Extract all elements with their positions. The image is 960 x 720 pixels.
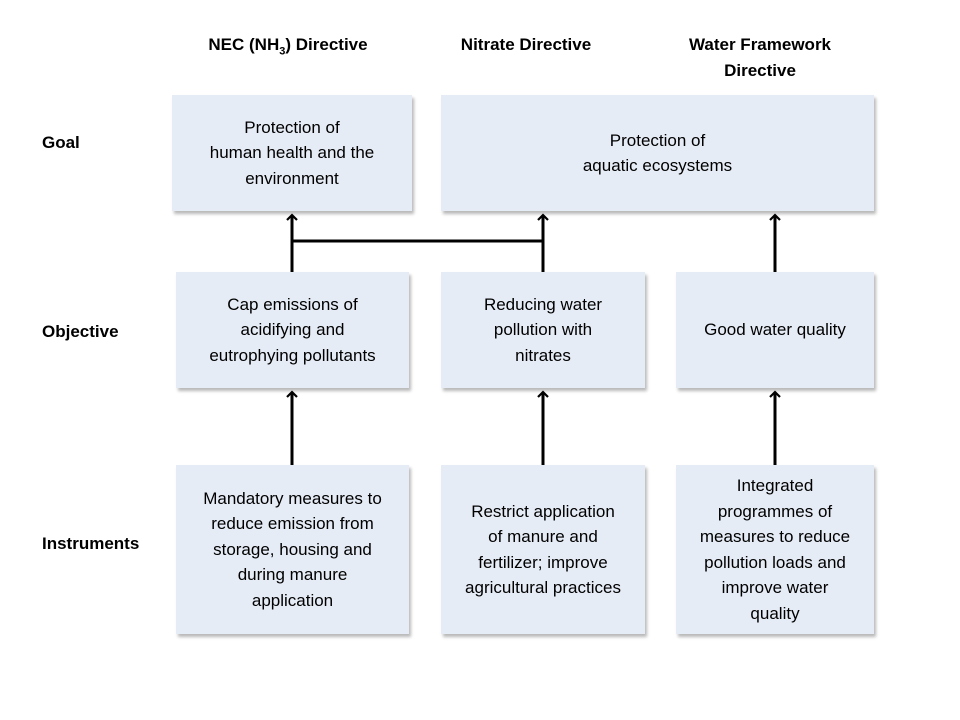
header-water-framework-directive: Water Framework Directive (688, 35, 832, 80)
goal-box-health-environment: Protection of human health and the envir… (172, 95, 412, 211)
instrument-box-restrict-application: Restrict application of manure and ferti… (441, 465, 645, 634)
row-label-instruments: Instruments (42, 534, 140, 553)
instrument-box-mandatory-measures: Mandatory measures to reduce emission fr… (176, 465, 409, 634)
header-nec-directive: NEC (NH3) Directive (196, 32, 380, 64)
instrument-box-integrated-programmes: Integrated programmes of measures to red… (676, 465, 874, 634)
header-nec-suffix: ) Directive (285, 35, 368, 54)
objective-box-reducing-nitrates: Reducing water pollution with nitrates (441, 272, 645, 388)
goal-box-aquatic-ecosystems: Protection of aquatic ecosystems (441, 95, 874, 211)
header-nitrate-directive: Nitrate Directive (460, 35, 592, 54)
row-label-objective: Objective (42, 322, 119, 341)
header-nec-subscript: 3 (279, 45, 286, 58)
row-label-goal: Goal (42, 133, 80, 152)
objective-box-good-water-quality: Good water quality (676, 272, 874, 388)
objective-box-cap-emissions: Cap emissions of acidifying and eutrophy… (176, 272, 409, 388)
header-nec-prefix: NEC (NH (208, 35, 280, 54)
